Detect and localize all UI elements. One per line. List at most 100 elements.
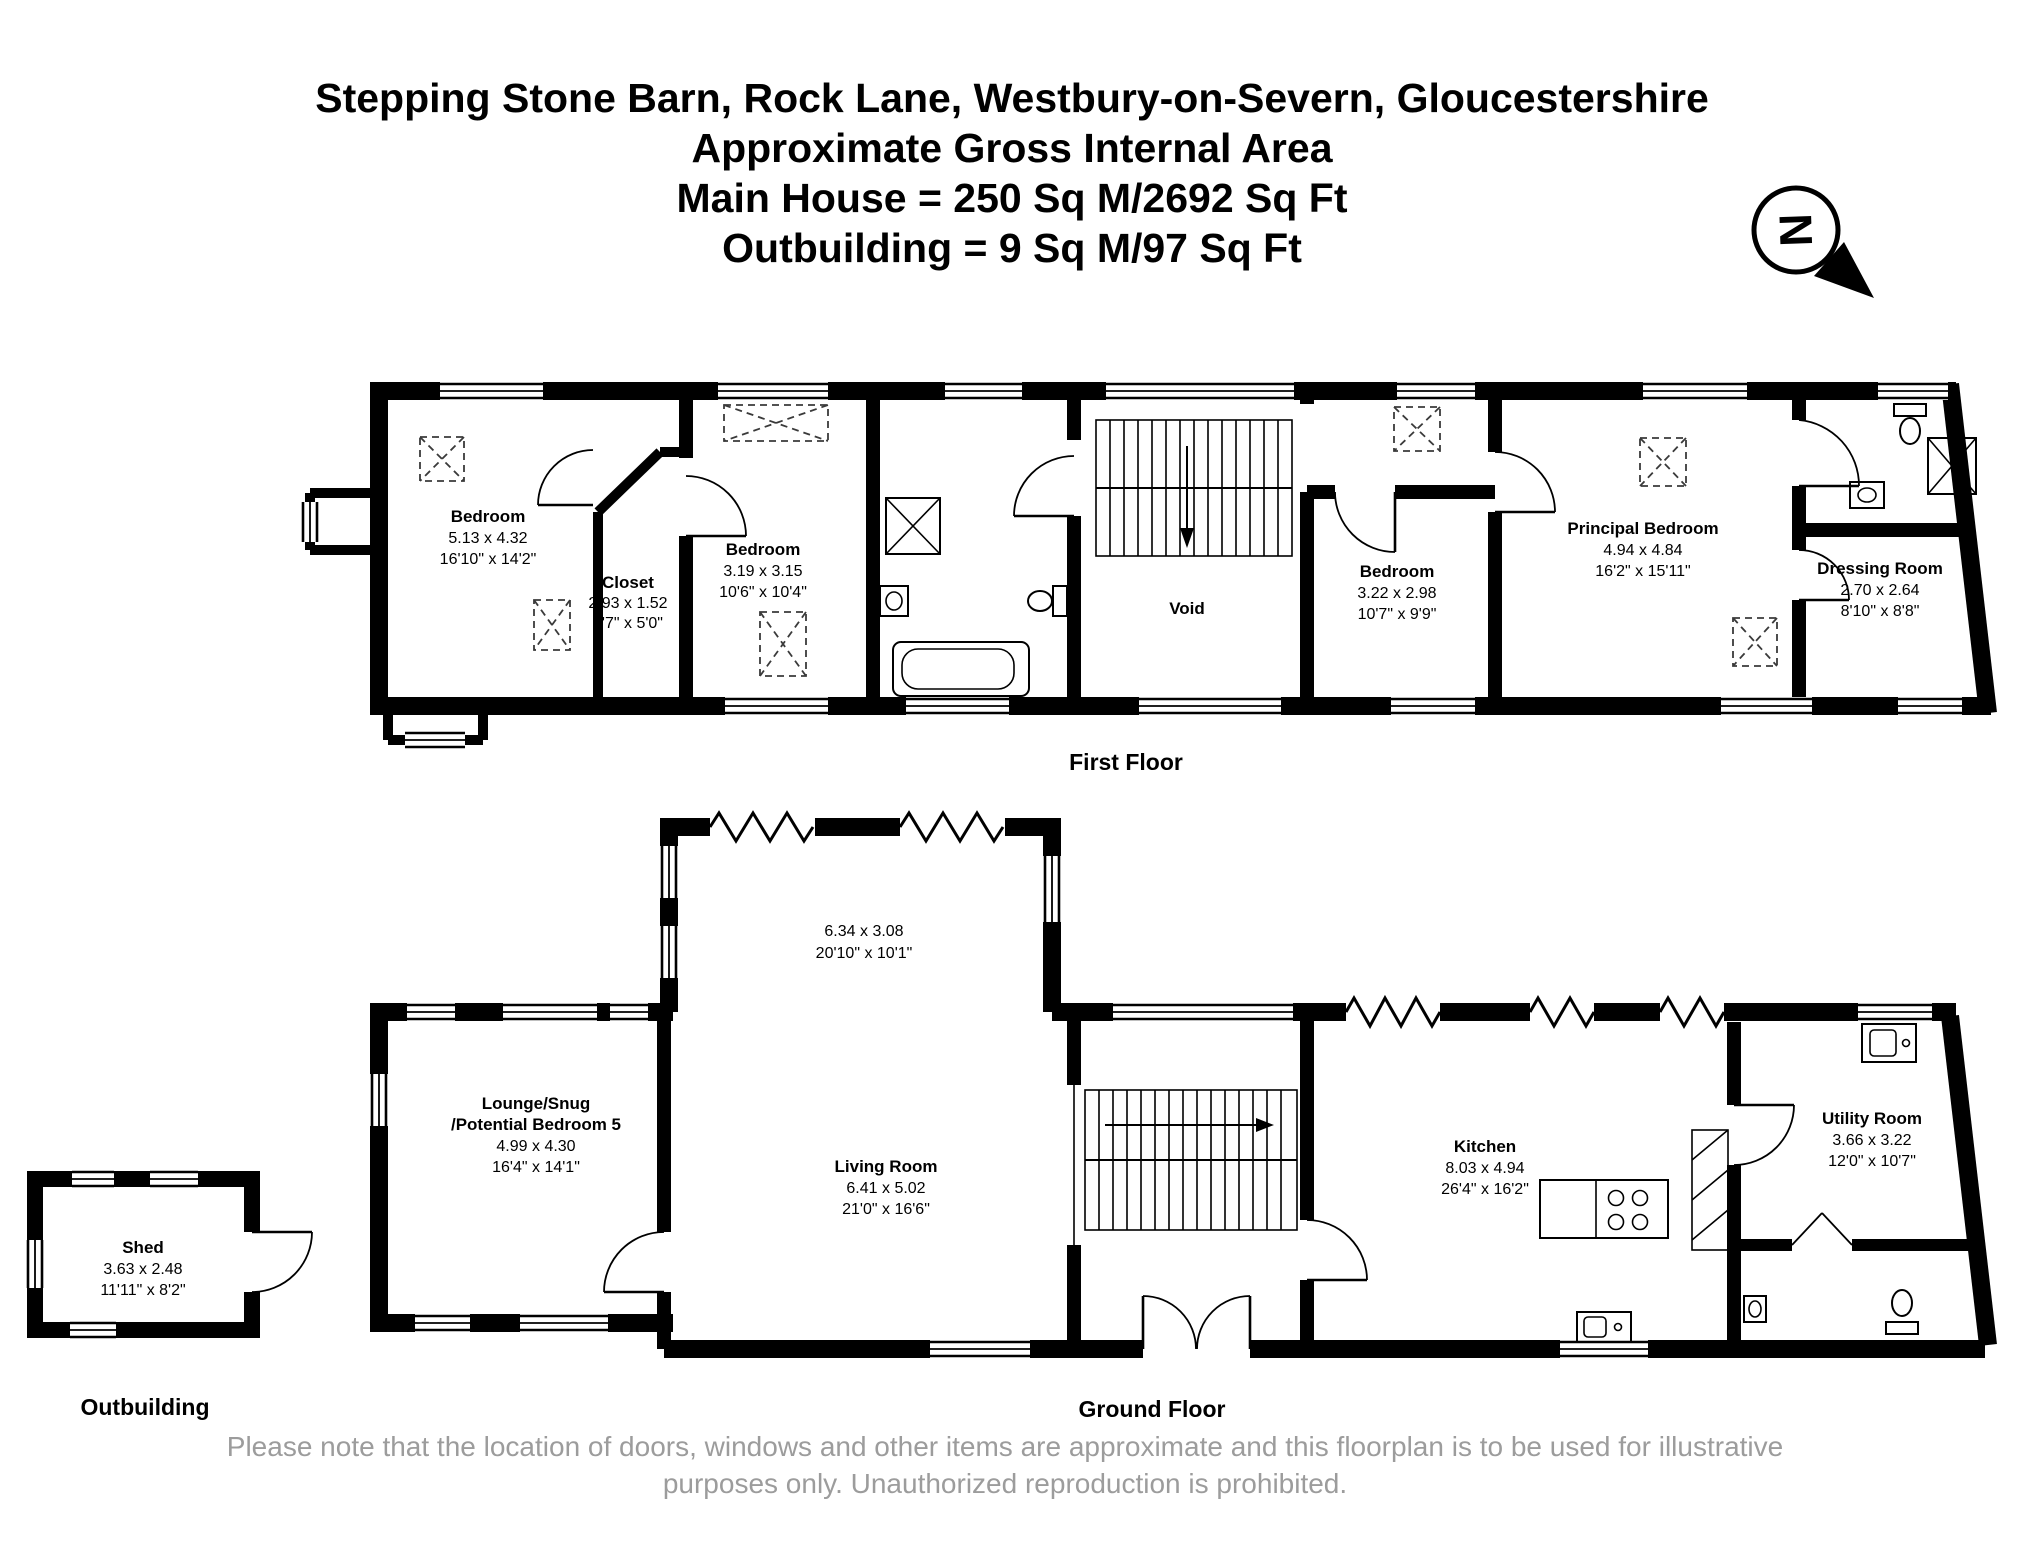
room-label-bedroom3-imperial: 10'7" x 9'9" (1358, 606, 1437, 623)
room-label-bedroom2-metric: 3.19 x 3.15 (723, 563, 802, 580)
first-floor-doors (537, 419, 1860, 602)
room-label-kitchen-name: Kitchen (1454, 1137, 1516, 1156)
room-label-utility-metric: 3.66 x 3.22 (1832, 1132, 1911, 1149)
compass-letter: N (1769, 212, 1822, 247)
toilet-icon (1027, 585, 1068, 617)
room-label-utility-imperial: 12'0" x 10'7" (1828, 1153, 1916, 1170)
shower-icon (1927, 437, 1977, 495)
outbuilding-plan: Shed 3.63 x 2.48 11'11" x 8'2" Outbuildi… (26, 1170, 313, 1420)
room-label-landing-metric: 6.34 x 3.08 (824, 923, 903, 940)
title-main-house-area: Main House = 250 Sq M/2692 Sq Ft (676, 175, 1347, 221)
room-label-utility-name: Utility Room (1822, 1109, 1922, 1128)
bathroom-fixtures (879, 497, 1068, 697)
disclaimer-line-1: Please note that the location of doors, … (227, 1431, 1783, 1462)
room-label-dressing-imperial: 8'10" x 8'8" (1841, 603, 1920, 620)
room-label-bedroom1-name: Bedroom (451, 507, 526, 526)
room-label-dressing-name: Dressing Room (1817, 559, 1943, 578)
window-icon (301, 502, 319, 542)
room-label-closet-metric: 2.93 x 1.52 (588, 595, 667, 612)
room-label-bedroom2-imperial: 10'6" x 10'4" (719, 584, 807, 601)
title-subline-area: Approximate Gross Internal Area (691, 125, 1333, 171)
window-icon (725, 697, 828, 715)
page-title: Stepping Stone Barn, Rock Lane, Westbury… (315, 75, 1709, 121)
basin-icon (1743, 1295, 1767, 1323)
window-icon (415, 1314, 470, 1332)
window-icon (906, 697, 1009, 715)
window-icon (1878, 382, 1948, 400)
kitchen-fixtures (1539, 1129, 1729, 1343)
shed-door (251, 1230, 313, 1293)
room-label-shed-imperial: 11'11" x 8'2" (100, 1282, 185, 1299)
footer-disclaimer: Please note that the location of doors, … (227, 1431, 1783, 1499)
shower-icon (885, 497, 941, 555)
first-floor-caption: First Floor (1069, 749, 1183, 775)
window-icon (520, 1314, 608, 1332)
title-block: Stepping Stone Barn, Rock Lane, Westbury… (315, 75, 1709, 271)
room-label-bedroom1-imperial: 16'10" x 14'2" (440, 551, 537, 568)
pantry-shelving (1691, 1129, 1729, 1251)
window-icon (503, 1003, 597, 1021)
room-label-lounge-metric: 4.99 x 4.30 (496, 1138, 575, 1155)
window-icon (150, 1170, 198, 1188)
window-icon (1643, 382, 1747, 400)
stairs-arrow-icon (1256, 1118, 1274, 1132)
room-label-principal-metric: 4.94 x 4.84 (1603, 542, 1682, 559)
kitchen-island (1539, 1179, 1669, 1239)
break-line (898, 810, 1005, 844)
wardrobe-icon (419, 436, 465, 482)
room-label-shed-metric: 3.63 x 2.48 (103, 1261, 182, 1278)
shed-labels: Shed 3.63 x 2.48 11'11" x 8'2" (100, 1238, 185, 1299)
room-label-lounge-name: Lounge/Snug (482, 1094, 591, 1113)
ground-floor-walls (370, 810, 1997, 1358)
room-label-landing-imperial: 20'10" x 10'1" (816, 945, 913, 962)
window-icon (72, 1170, 114, 1188)
window-icon (718, 382, 828, 400)
room-label-lounge-imperial: 16'4" x 14'1" (492, 1159, 580, 1176)
window-icon (1106, 382, 1294, 400)
shed-walls (27, 1171, 260, 1338)
window-icon (440, 382, 543, 400)
wardrobe-icon (1393, 406, 1441, 452)
room-label-principal-imperial: 16'2" x 15'11" (1595, 563, 1690, 580)
shed-windows (26, 1170, 198, 1339)
disclaimer-line-2: purposes only. Unauthorized reproduction… (663, 1468, 1347, 1499)
window-icon (1043, 856, 1061, 922)
window-icon (1113, 1003, 1293, 1021)
hob-icon (1607, 1189, 1649, 1231)
room-label-dressing-metric: 2.70 x 2.64 (1840, 582, 1919, 599)
wardrobe-icon (723, 404, 829, 442)
window-icon (70, 1321, 116, 1339)
room-label-kitchen-metric: 8.03 x 4.94 (1445, 1160, 1524, 1177)
stairs-arrow-icon (1180, 528, 1194, 548)
first-floor-windows (301, 382, 1962, 749)
break-line (708, 810, 815, 844)
first-floor-walls (305, 382, 1997, 745)
ground-floor-caption: Ground Floor (1079, 1396, 1226, 1422)
toilet-icon (1885, 1289, 1919, 1335)
room-label-living-imperial: 21'0" x 16'6" (842, 1201, 930, 1218)
utility-fixtures (1743, 1023, 1919, 1335)
room-label-bedroom1-metric: 5.13 x 4.32 (448, 530, 527, 547)
window-icon (660, 846, 678, 898)
first-floor-wardrobes (419, 404, 1778, 677)
room-label-lounge-name2: /Potential Bedroom 5 (451, 1115, 621, 1134)
north-compass-icon: N (1751, 185, 1874, 298)
room-label-living-metric: 6.41 x 5.02 (846, 1180, 925, 1197)
window-icon (660, 926, 678, 978)
window-icon (1858, 1003, 1932, 1021)
room-label-bedroom2-name: Bedroom (726, 540, 801, 559)
first-floor-labels: Bedroom 5.13 x 4.32 16'10" x 14'2" Close… (440, 507, 1943, 632)
wardrobe-icon (759, 611, 807, 677)
room-label-closet-name: Closet (602, 573, 654, 592)
compass-arrow (1814, 242, 1874, 298)
ground-floor-stairs-icon (1084, 1089, 1298, 1231)
window-icon (1898, 697, 1962, 715)
sink-icon (1576, 1311, 1632, 1343)
window-icon (610, 1003, 648, 1021)
wardrobe-icon (533, 599, 571, 651)
ground-floor-plan: 6.34 x 3.08 20'10" x 10'1" Lounge/Snug /… (370, 810, 1997, 1422)
sink-icon (1849, 481, 1885, 509)
window-icon (26, 1240, 44, 1288)
